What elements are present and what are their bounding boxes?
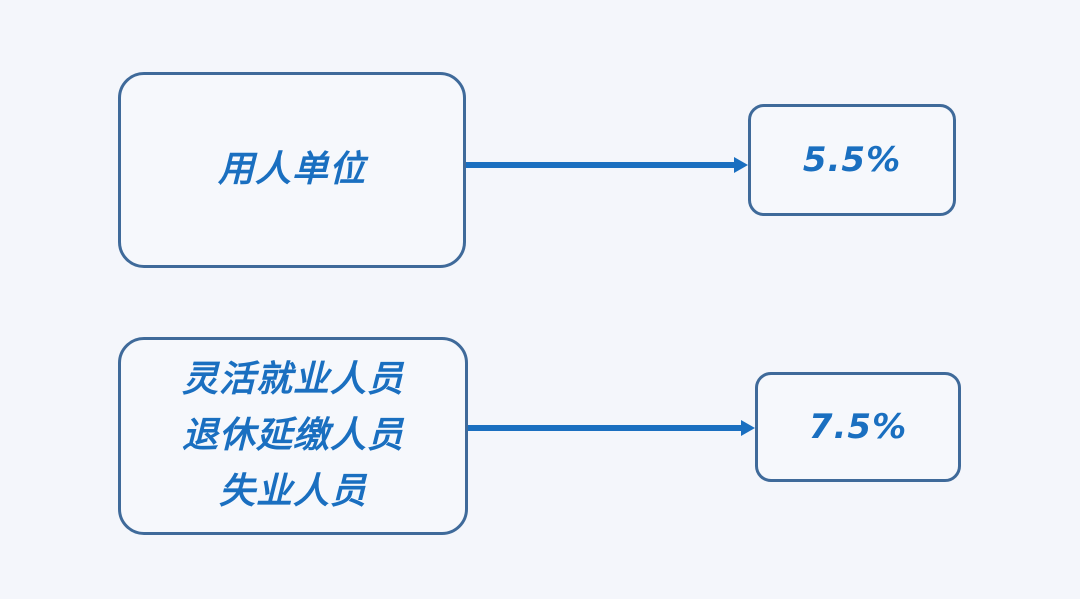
employer-box: 用人单位 bbox=[118, 72, 466, 268]
rate-employer: 5.5% bbox=[802, 140, 902, 180]
arrow-employer bbox=[466, 157, 748, 173]
rate-others: 7.5% bbox=[808, 407, 908, 447]
retired-extended-label: 退休延缴人员 bbox=[181, 415, 404, 456]
employer-label: 用人单位 bbox=[217, 149, 366, 190]
rate-box-employer: 5.5% bbox=[748, 104, 956, 216]
flexible-employment-label: 灵活就业人员 bbox=[181, 359, 404, 400]
arrow-others bbox=[468, 420, 755, 436]
unemployed-label: 失业人员 bbox=[218, 471, 367, 512]
rate-box-others: 7.5% bbox=[755, 372, 961, 482]
others-box: 灵活就业人员 退休延缴人员 失业人员 bbox=[118, 337, 468, 535]
